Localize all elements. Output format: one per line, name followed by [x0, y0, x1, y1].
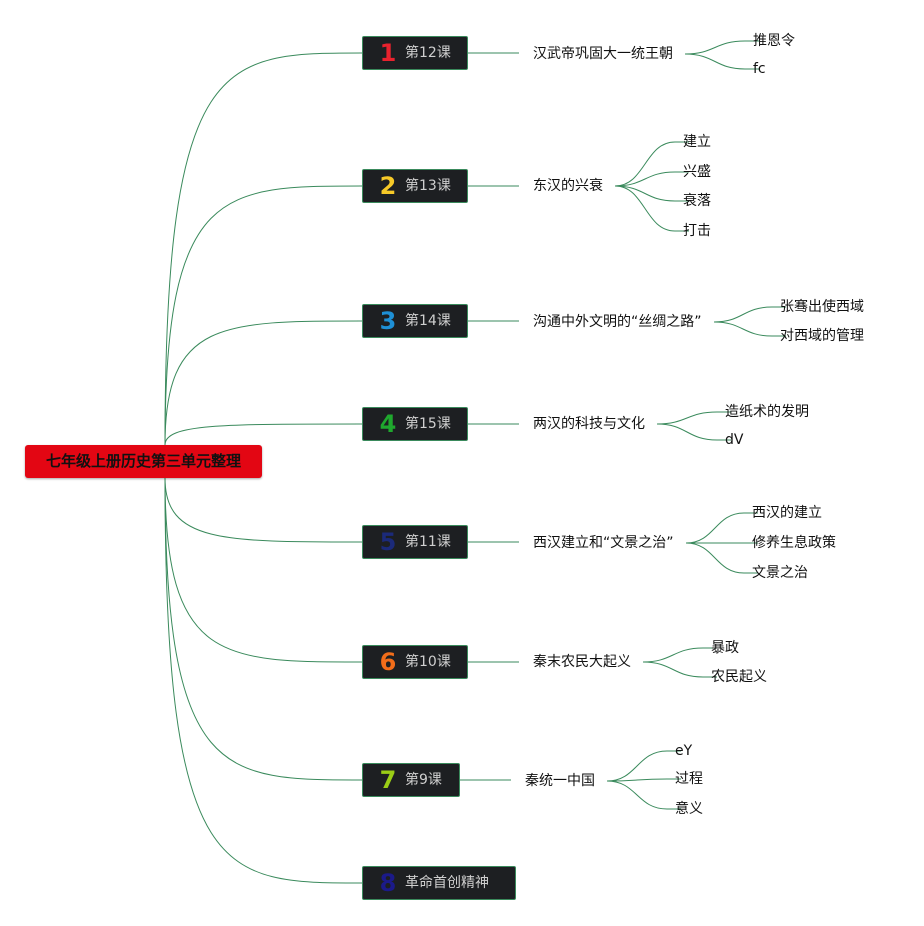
leaf-7-2[interactable]: 过程: [675, 771, 703, 787]
leaf-link-4-2: [656, 423, 731, 441]
root-title: 七年级上册历史第三单元整理: [45, 452, 241, 470]
lesson-label-1: 第12课: [405, 45, 451, 61]
leaf-1-1[interactable]: 推恩令: [753, 33, 795, 49]
topic-3[interactable]: 沟通中外文明的“丝绸之路”: [533, 314, 702, 330]
topic-7[interactable]: 秦统一中国: [525, 773, 595, 789]
lesson-node-5[interactable]: 5 第11课: [362, 525, 468, 559]
leaf-6-2[interactable]: 农民起义: [711, 669, 767, 685]
root-link-2: [164, 185, 363, 446]
leaf-link-6-1: [642, 647, 717, 663]
leaf-link-2-1: [614, 141, 689, 187]
leaf-2-1[interactable]: 建立: [683, 134, 711, 150]
leaf-link-1-1: [684, 40, 759, 55]
leaf-link-3-2: [713, 321, 786, 337]
lesson-number-4: 4: [379, 410, 397, 438]
root-node[interactable]: 七年级上册历史第三单元整理: [25, 445, 262, 478]
lesson-label-8: 革命首创精神: [405, 875, 489, 891]
lesson-number-5: 5: [379, 528, 397, 556]
lesson-label-2: 第13课: [405, 178, 451, 194]
lesson-node-1[interactable]: 1 第12课: [362, 36, 468, 70]
lesson-label-6: 第10课: [405, 654, 451, 670]
leaf-6-1[interactable]: 暴政: [711, 640, 739, 656]
leaf-3-2[interactable]: 对西域的管理: [780, 328, 864, 344]
leaf-2-3[interactable]: 衰落: [683, 193, 711, 209]
lesson-label-7: 第9课: [405, 772, 442, 788]
leaf-2-2[interactable]: 兴盛: [683, 164, 711, 180]
root-link-7: [164, 477, 363, 781]
topic-6[interactable]: 秦末农民大起义: [533, 654, 631, 670]
leaf-7-1[interactable]: eY: [675, 743, 693, 759]
topic-1[interactable]: 汉武帝巩固大一统王朝: [533, 46, 673, 62]
lesson-number-1: 1: [379, 39, 397, 67]
leaf-link-7-2: [606, 778, 681, 782]
lesson-node-8[interactable]: 8 革命首创精神: [362, 866, 516, 900]
leaf-link-5-3: [685, 542, 758, 574]
leaf-link-7-3: [606, 780, 681, 810]
root-link-1: [164, 52, 363, 446]
lesson-node-2[interactable]: 2 第13课: [362, 169, 468, 203]
leaf-4-2[interactable]: dV: [725, 432, 744, 448]
leaf-link-5-1: [685, 512, 758, 544]
leaf-link-1-2: [684, 53, 759, 70]
root-link-4: [164, 423, 363, 446]
lesson-label-4: 第15课: [405, 416, 451, 432]
leaf-5-1[interactable]: 西汉的建立: [752, 505, 822, 521]
lesson-number-3: 3: [379, 307, 397, 335]
leaf-link-2-4: [614, 185, 689, 232]
leaf-link-4-1: [656, 411, 731, 425]
leaf-4-1[interactable]: 造纸术的发明: [725, 404, 809, 420]
root-link-8: [164, 477, 363, 884]
lesson-node-4[interactable]: 4 第15课: [362, 407, 468, 441]
leaf-link-2-2: [614, 171, 689, 187]
topic-2[interactable]: 东汉的兴衰: [533, 178, 603, 194]
leaf-3-1[interactable]: 张骞出使西域: [780, 299, 864, 315]
leaf-2-4[interactable]: 打击: [683, 223, 711, 239]
topic-4[interactable]: 两汉的科技与文化: [533, 416, 645, 432]
leaf-link-6-2: [642, 661, 717, 678]
lesson-number-8: 8: [379, 869, 397, 897]
topic-5[interactable]: 西汉建立和“文景之治”: [533, 535, 674, 551]
leaf-5-3[interactable]: 文景之治: [752, 565, 808, 581]
lesson-node-3[interactable]: 3 第14课: [362, 304, 468, 338]
lesson-label-3: 第14课: [405, 313, 451, 329]
lesson-node-6[interactable]: 6 第10课: [362, 645, 468, 679]
leaf-link-2-3: [614, 185, 689, 202]
lesson-number-6: 6: [379, 648, 397, 676]
lesson-label-5: 第11课: [405, 534, 451, 550]
leaf-7-3[interactable]: 意义: [675, 801, 703, 817]
leaf-link-7-1: [606, 750, 681, 782]
leaf-link-3-1: [713, 306, 786, 323]
root-link-3: [164, 320, 363, 446]
root-link-5: [164, 477, 363, 543]
lesson-number-7: 7: [379, 766, 397, 794]
leaf-5-2[interactable]: 修养生息政策: [752, 535, 836, 551]
lesson-node-7[interactable]: 7 第9课: [362, 763, 460, 797]
leaf-1-2[interactable]: fc: [753, 61, 766, 77]
root-link-6: [164, 477, 363, 663]
lesson-number-2: 2: [379, 172, 397, 200]
